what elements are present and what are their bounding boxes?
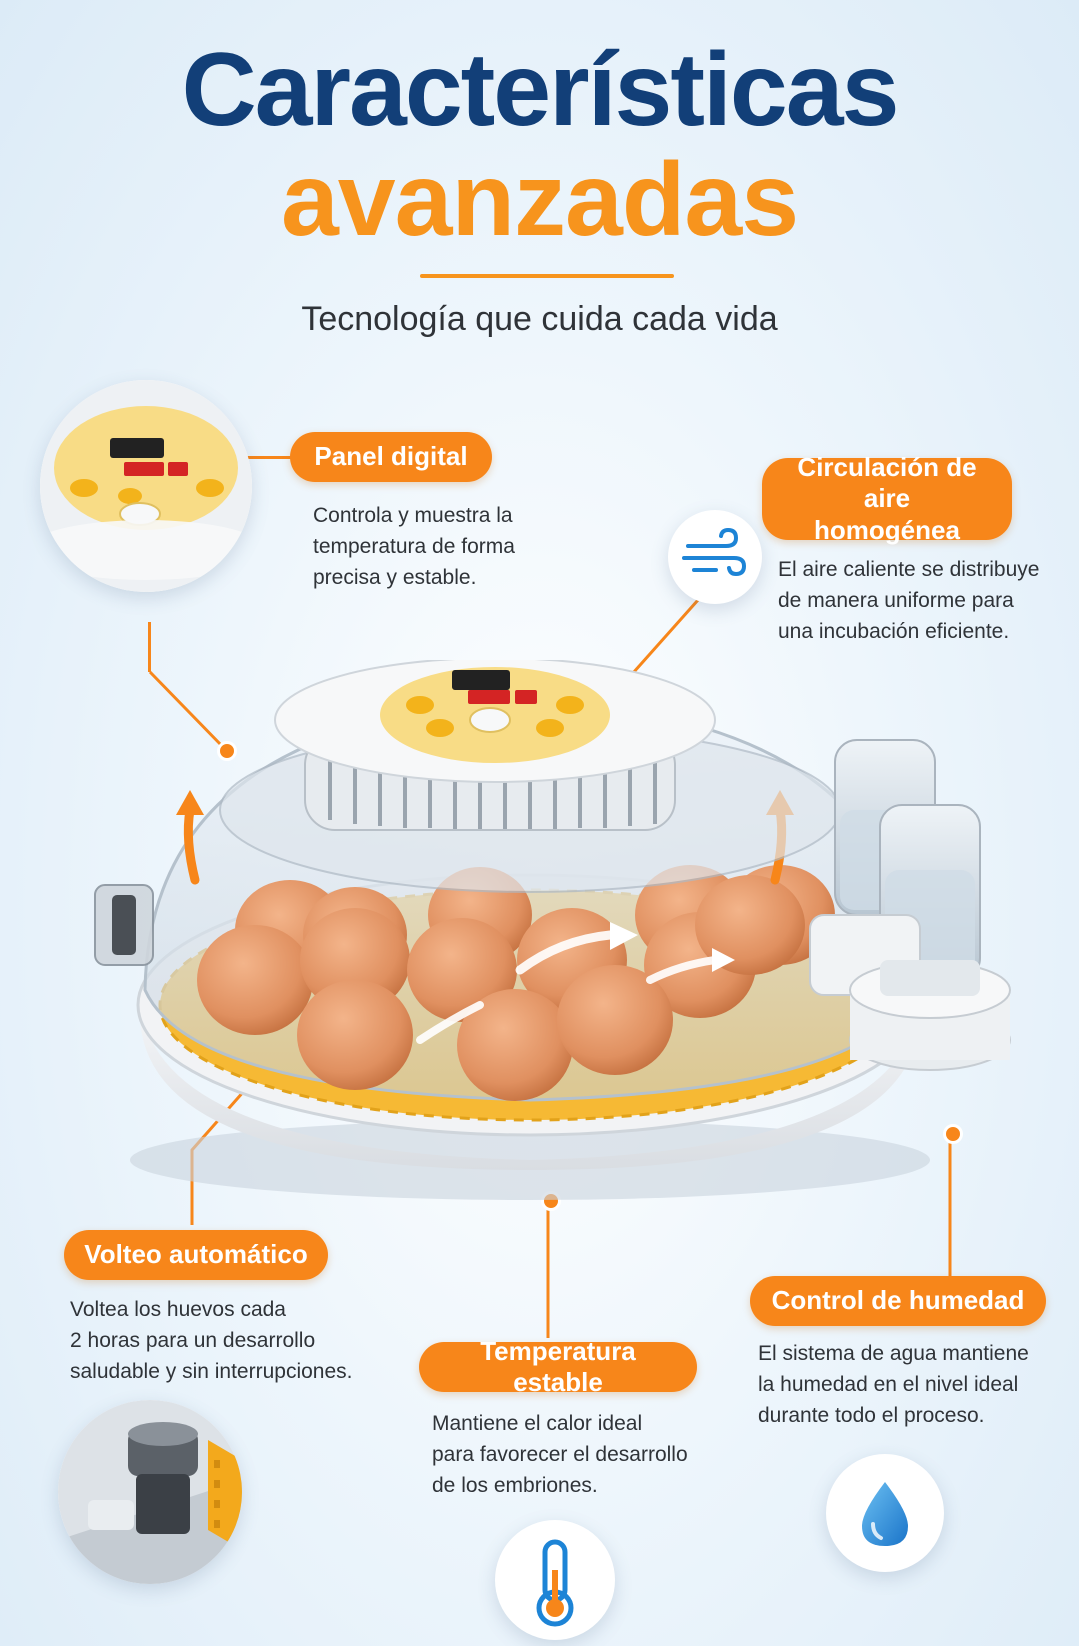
feature-label-temp: Temperatura estable — [419, 1336, 697, 1397]
motor-closeup-image — [58, 1400, 242, 1584]
feature-label-turn: Volteo automático — [64, 1230, 328, 1280]
feature-label-air: Circulación de aire homogénea — [762, 452, 1012, 545]
dot-humidity — [943, 1124, 963, 1144]
wind-icon — [682, 527, 747, 577]
dot-panel — [217, 741, 237, 761]
page-title-highlight: avanzadas — [280, 142, 799, 258]
feature-desc-air: El aire caliente se distribuye de manera… — [778, 558, 1040, 643]
page-subtitle: Tecnología que cuida cada vida — [301, 300, 778, 338]
feature-desc-temp: Mantiene el calor ideal para favorecer e… — [432, 1412, 688, 1497]
feature-desc-turn: Voltea los huevos cada 2 horas para un d… — [70, 1298, 353, 1383]
air-icon-badge — [668, 510, 762, 604]
connector-panel-v — [148, 622, 151, 672]
page-title: Características — [181, 32, 900, 148]
water-drop-icon — [862, 1482, 908, 1546]
temp-icon-badge — [495, 1520, 615, 1640]
thermometer-icon — [536, 1539, 574, 1627]
incubator-illustration — [94, 660, 1011, 1200]
connector-panel-h — [240, 456, 292, 459]
feature-label-panel: Panel digital — [290, 432, 492, 482]
feature-desc-humidity: El sistema de agua mantiene la humedad e… — [758, 1342, 1029, 1427]
feature-label-humidity: Control de humedad — [750, 1276, 1046, 1326]
humidity-icon-badge — [826, 1454, 944, 1572]
feature-desc-panel: Controla y muestra la temperatura de for… — [313, 504, 515, 589]
panel-closeup-image — [40, 380, 252, 592]
title-divider — [420, 274, 674, 278]
